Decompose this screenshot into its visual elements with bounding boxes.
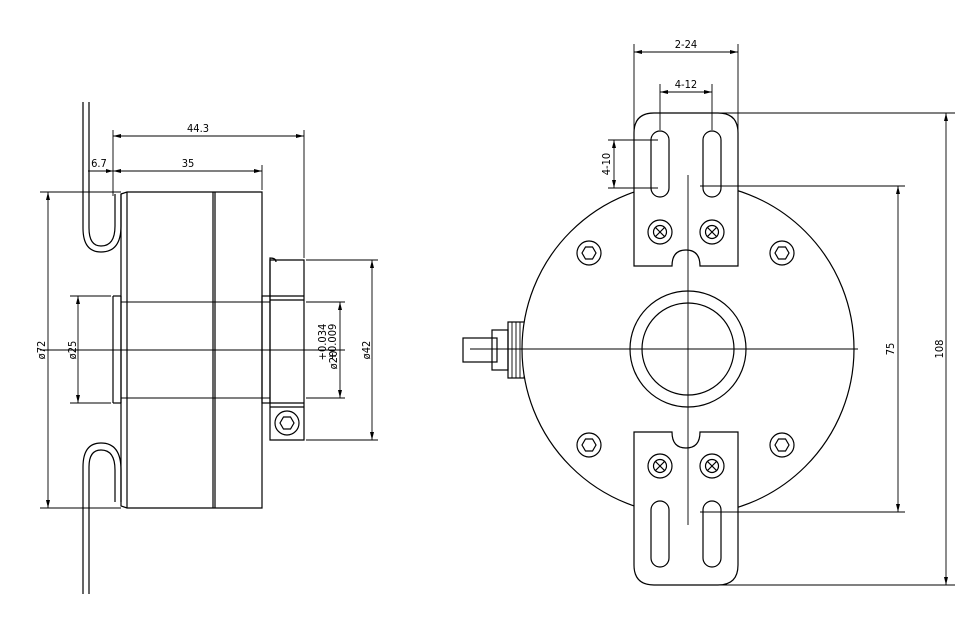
front-dimensions: 2-24 4-12 4-10 75 [600,38,955,586]
front-view: 2-24 4-12 4-10 75 [462,38,955,586]
side-view: 44.3 35 6.7 ø72 ø25 [35,102,378,594]
hex-screw-bottom-right-icon [769,432,795,458]
bracket-screw-icon [699,219,725,245]
dim-hub-tol-upper: +0.034 [316,324,329,361]
upper-spring-clip [82,102,122,253]
dim-flange-offset: 6.7 [91,157,107,170]
cable-gland [462,321,529,379]
dim-overall-height: 108 [933,340,946,359]
side-dimensions: 44.3 35 6.7 ø72 ø25 [35,122,378,509]
dim-mount-spacing: 75 [884,343,897,356]
dim-hub-tol-lower: +0.009 [326,324,339,361]
dim-body-length: 35 [182,157,195,170]
dim-shaft-bore: ø25 [66,341,79,360]
dim-overall-length: 44.3 [187,122,209,135]
lower-spring-clip [82,442,122,594]
dim-hub-diameter: ø42 [360,341,373,360]
bottom-mounting-bracket [633,431,739,586]
dim-slot-length: 4-10 [600,153,613,175]
bracket-screw-icon [647,453,673,479]
bracket-screw-icon [647,219,673,245]
hex-screw-top-left-icon [576,240,602,266]
top-mounting-bracket [633,112,739,267]
dim-slot-pitch-outer: 2-24 [675,38,697,51]
dim-body-diameter: ø72 [35,341,48,360]
dim-hub-bore: ø20 [327,351,340,370]
bracket-screw-icon [699,453,725,479]
hex-screw-top-right-icon [769,240,795,266]
hex-screw-bottom-left-icon [576,432,602,458]
shaft-collar [261,257,305,441]
dim-slot-pitch-inner: 4-12 [675,78,697,91]
set-screw-icon [274,410,300,436]
